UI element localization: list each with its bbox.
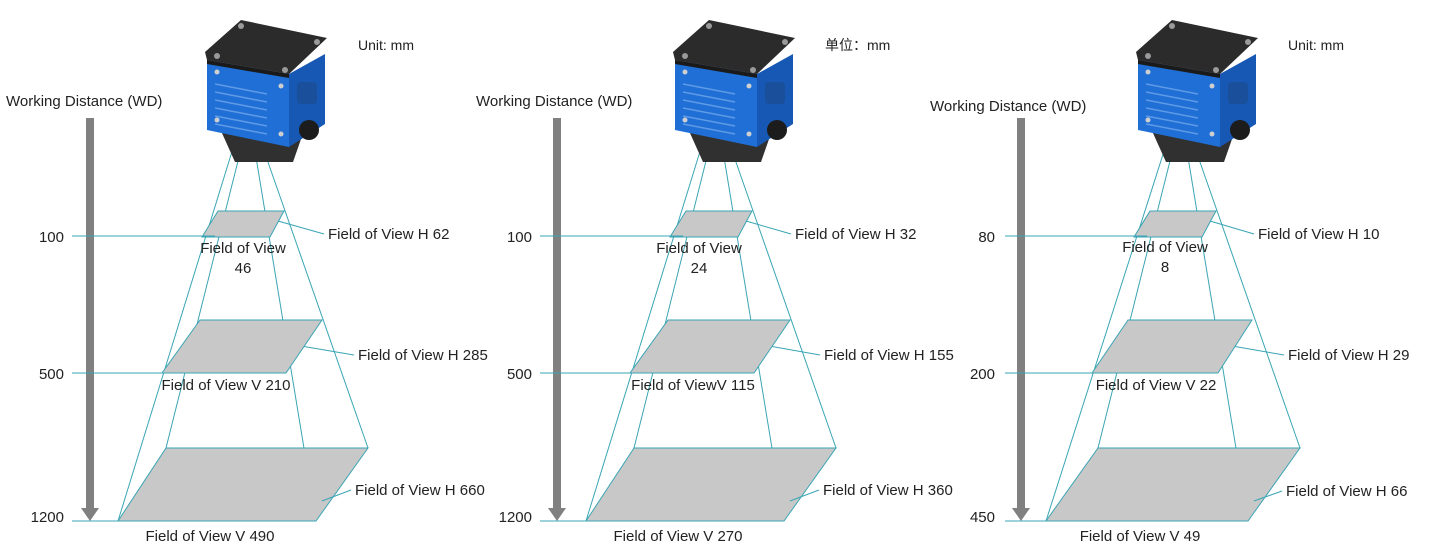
wd-tick-label: 1200 <box>31 509 64 526</box>
fov-plane-1 <box>1133 210 1217 238</box>
fov-v-label: Field of View V 22 <box>1096 377 1217 394</box>
fov-h-label: Field of View H 660 <box>355 482 485 499</box>
wd-tick-label: 200 <box>970 366 995 383</box>
wd-tick-label: 500 <box>507 366 532 383</box>
wd-tick-label: 450 <box>970 509 995 526</box>
wd-tick-label: 500 <box>39 366 64 383</box>
fov-plane-1 <box>669 210 753 238</box>
fov-plane-2 <box>1091 319 1253 374</box>
fov-v-label: Field of View <box>200 240 286 257</box>
barcode-reader-camera-icon <box>673 20 795 162</box>
fov-h-label: Field of View H 285 <box>358 347 488 364</box>
fov-h-label: Field of View H 32 <box>795 226 916 243</box>
fov-v-label: Field of View <box>1122 239 1208 256</box>
fov-plane-3 <box>117 447 369 522</box>
barcode-reader-camera-icon <box>1136 20 1258 162</box>
fov-v-value: 8 <box>1161 259 1169 276</box>
fov-v-value: 24 <box>691 260 708 277</box>
wd-tick-label: 1200 <box>499 509 532 526</box>
fov-v-value: 46 <box>235 260 252 277</box>
fov-v-label: Field of ViewV 115 <box>631 377 755 394</box>
fov-plane-2 <box>161 319 323 374</box>
axis-title: Working Distance (WD) <box>6 93 162 110</box>
fov-v-label: Field of View V 490 <box>146 528 275 545</box>
fov-v-label: Field of View V 210 <box>162 377 291 394</box>
axis-title: Working Distance (WD) <box>476 93 632 110</box>
leader-line <box>1234 346 1285 356</box>
fov-plane-3 <box>1045 447 1301 522</box>
wd-tick-label: 100 <box>39 229 64 246</box>
axis-title: Working Distance (WD) <box>930 98 1086 115</box>
wd-tick-label: 100 <box>507 229 532 246</box>
fov-h-label: Field of View H 62 <box>328 226 449 243</box>
leader-line <box>303 346 355 356</box>
arrow-down-icon <box>548 118 566 521</box>
arrow-down-icon <box>81 118 99 521</box>
leader-line <box>1253 490 1283 502</box>
fov-h-label: Field of View H 360 <box>823 482 953 499</box>
leader-line <box>789 489 820 502</box>
leader-line <box>745 220 792 235</box>
barcode-reader-camera-icon <box>205 20 327 162</box>
leader-line <box>321 489 352 502</box>
fov-h-label: Field of View H 10 <box>1258 226 1379 243</box>
leader-line <box>771 346 821 356</box>
fov-h-label: Field of View H 66 <box>1286 483 1407 500</box>
fov-v-label: Field of View V 270 <box>614 528 743 545</box>
leader-line <box>277 220 325 235</box>
unit-label: Unit: mm <box>1288 37 1344 53</box>
unit-label: Unit: mm <box>358 37 414 53</box>
arrow-down-icon <box>1012 118 1030 521</box>
fov-h-label: Field of View H 29 <box>1288 347 1409 364</box>
fov-v-label: Field of View V 49 <box>1080 528 1201 545</box>
fov-plane-1 <box>201 210 285 238</box>
fov-h-label: Field of View H 155 <box>824 347 954 364</box>
fov-plane-3 <box>585 447 837 522</box>
wd-tick-label: 80 <box>978 229 995 246</box>
fov-v-label: Field of View <box>656 240 742 257</box>
fov-plane-2 <box>629 319 791 374</box>
unit-label: 单位：mm <box>825 37 890 53</box>
leader-line <box>1209 220 1255 235</box>
